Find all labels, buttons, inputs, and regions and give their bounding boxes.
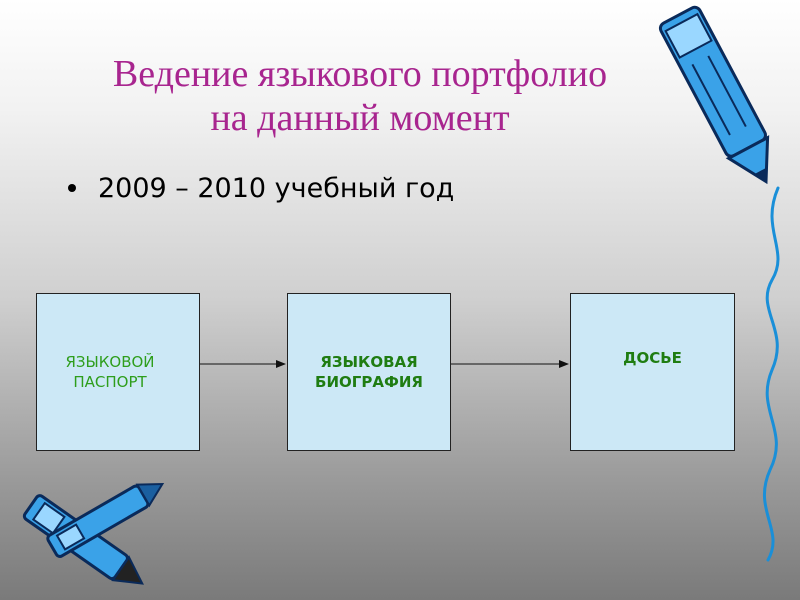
slide-title: Ведение языкового портфолио на данный мо… [40,52,680,140]
node-label: ЯЗЫКОВАЯ БИОГРАФИЯ [315,353,423,391]
node-label: ДОСЬЕ [623,349,682,367]
title-text: Ведение языкового портфолио на данный мо… [112,53,608,139]
node-language-biography: ЯЗЫКОВАЯ БИОГРАФИЯ [287,293,451,451]
node-dossier: ДОСЬЕ [570,293,735,451]
bullet-dot-icon [68,184,76,192]
node-label: ЯЗЫКОВОЙ ПАСПОРТ [65,353,155,391]
bullet-text: 2009 – 2010 учебный год [98,172,455,204]
bullet-item: 2009 – 2010 учебный год [68,168,454,208]
node-language-passport: ЯЗЫКОВОЙ ПАСПОРТ [36,293,200,451]
